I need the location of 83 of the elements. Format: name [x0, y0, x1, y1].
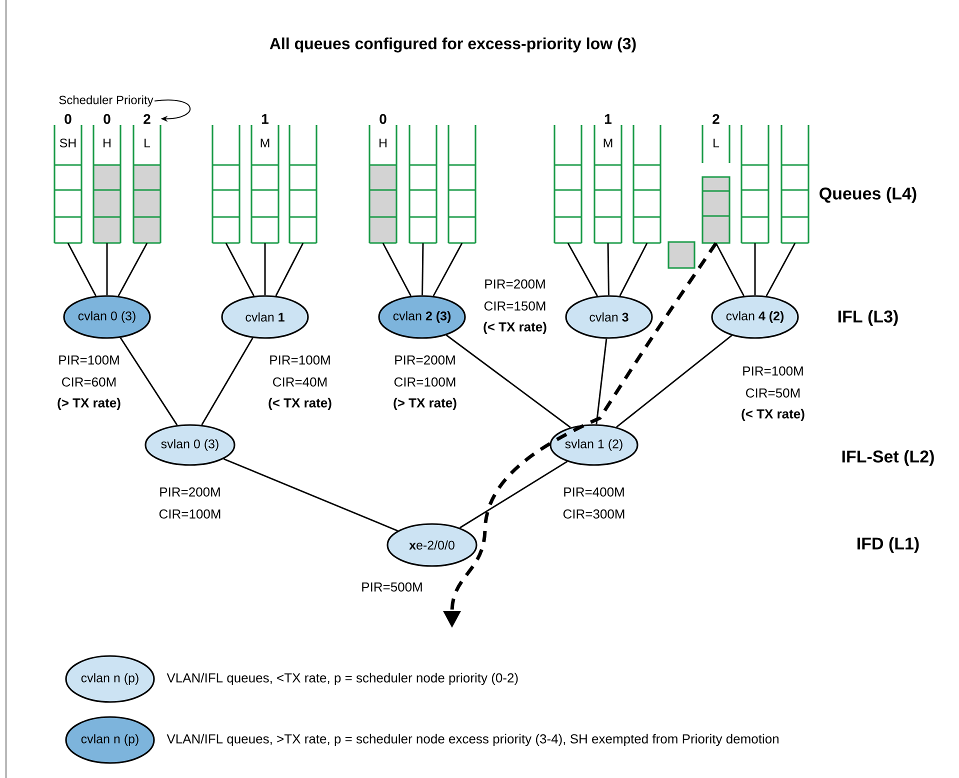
rate-text: (> TX rate): [58, 398, 120, 410]
connector-line: [67, 242, 97, 296]
rate-text: PIR=200M: [160, 487, 220, 497]
connector-line: [382, 242, 412, 296]
title: All queues configured for excess-priority low (3): [270, 38, 636, 52]
queue: [632, 124, 662, 244]
connector-line: [607, 243, 610, 296]
rate-text: PIR=100M: [270, 355, 330, 365]
queue: 0 H: [368, 114, 398, 244]
node-label: 0: [104, 114, 110, 124]
rate-text: PIR=200M: [395, 355, 455, 365]
queue: [780, 124, 810, 244]
connector-line: [422, 243, 424, 296]
rate-text: CIR=40M: [273, 377, 327, 387]
callout-text: Scheduler Priority: [59, 95, 154, 107]
connector-line: [766, 242, 796, 296]
scheduler-node: cvlan 4 (2): [711, 295, 799, 339]
queue: [408, 124, 438, 244]
rate-text: (< TX rate): [484, 322, 546, 334]
level-label: IFD (L1): [858, 537, 919, 553]
connector-line: [616, 334, 732, 428]
rate-text: (> TX rate): [394, 398, 456, 410]
rate-text: (< TX rate): [742, 408, 804, 422]
scheduler-node: svlan 0 (3): [144, 424, 236, 466]
connector-line: [619, 242, 648, 296]
connector-line: [264, 243, 266, 296]
node-label: L: [144, 138, 150, 148]
connector-line: [201, 338, 254, 426]
node-label: 2: [712, 114, 720, 124]
legend-text: VLAN/IFL queues, >TX rate, p = scheduler node excess priority (3-4), SH exempted from Priority demotion: [166, 734, 778, 746]
connector-line: [432, 242, 463, 296]
rate-text: CIR=60M: [62, 377, 116, 387]
connector-line: [225, 242, 255, 296]
connector-line: [275, 242, 304, 296]
queue: [740, 124, 770, 244]
connector-line: [715, 242, 745, 296]
scheduler-node: cvlan 2 (3): [378, 295, 466, 339]
legend-text: VLAN/IFL queues, <TX rate, p = scheduler node priority (0-2): [166, 672, 518, 686]
packet: [668, 241, 696, 269]
level-label: IFL (L3): [838, 310, 898, 326]
connector-line: [459, 460, 568, 528]
queue: [448, 124, 476, 244]
rate-text: CIR=50M: [746, 388, 800, 398]
queue: [288, 124, 318, 244]
rate-text: PIR=400M: [564, 487, 624, 497]
connector-line: [120, 337, 178, 426]
connector-line: [106, 243, 108, 296]
scheduler-node: cvlan 1: [221, 295, 309, 339]
queue: 1 M: [250, 114, 280, 244]
queue: 0 H: [92, 114, 122, 244]
node-label: H: [380, 138, 387, 148]
rate-text: PIR=200M: [485, 279, 545, 289]
leader-line: [154, 100, 190, 122]
rate-text: (< TX rate): [268, 398, 332, 410]
scheduler-node: svlan 1 (2): [550, 424, 638, 466]
level-label: Queues (L4): [820, 187, 916, 203]
rate-text: PIR=100M: [743, 366, 803, 376]
rate-text: PIR=100M: [59, 355, 119, 365]
connector-line: [596, 338, 608, 424]
connector-line: [223, 458, 398, 532]
queue: [554, 124, 582, 244]
node-label: 2: [144, 114, 150, 124]
rate-text: CIR=150M: [484, 301, 546, 311]
connector-line: [118, 242, 148, 296]
queue: 0 SH: [54, 114, 82, 244]
node-label: L: [714, 138, 720, 148]
rate-text: PIR=500M: [362, 582, 422, 592]
scheduler-node: cvlan 3: [565, 295, 653, 339]
level-label: IFL-Set (L2): [842, 450, 934, 466]
node-label: H: [104, 138, 111, 148]
queue: 2 L: [702, 114, 730, 244]
rate-text: CIR=100M: [159, 509, 220, 519]
rate-text: CIR=100M: [394, 377, 456, 387]
queue: 1 M: [594, 114, 622, 244]
connector-line: [567, 242, 598, 296]
rate-text: CIR=300M: [563, 509, 624, 519]
scheduler-node: xe-2/0/0: [386, 523, 478, 567]
queue: [212, 124, 240, 244]
queue: 2 L: [132, 114, 162, 244]
scheduler-node: cvlan 0 (3): [63, 295, 151, 339]
node-label: 0: [380, 114, 386, 124]
connector-line: [754, 243, 756, 296]
connector-line: [446, 334, 571, 428]
